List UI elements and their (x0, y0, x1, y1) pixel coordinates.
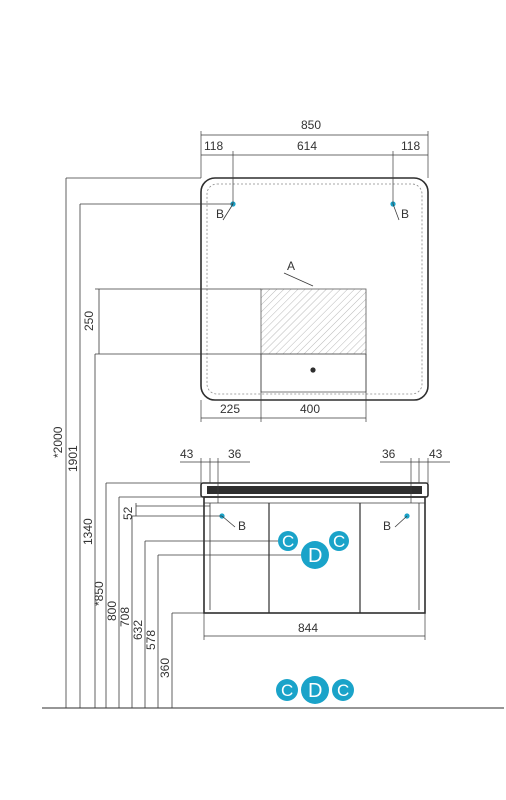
dim-1340: 1340 (81, 518, 95, 545)
mirror-b-left-leader (222, 203, 234, 221)
svg-text:C: C (281, 681, 293, 700)
svg-text:C: C (337, 681, 349, 700)
dim-632: 632 (131, 620, 145, 640)
mirror-b-right-label: B (401, 207, 409, 221)
panel-a (260, 288, 367, 355)
dim-250: 250 (82, 311, 96, 331)
svg-text:C: C (333, 532, 345, 551)
dim-43-right: 43 (429, 447, 443, 461)
dim-52: 52 (121, 506, 135, 520)
mirror-b-left-label: B (216, 207, 224, 221)
dim-118-left: 118 (204, 139, 223, 153)
legend-badges: C D C (276, 676, 354, 704)
dim-844: 844 (298, 621, 318, 635)
dim-850: 850 (301, 118, 321, 132)
dim-578: 578 (144, 630, 158, 650)
legend-badge-c-left (276, 679, 298, 701)
dim-850-height: *850 (92, 581, 106, 606)
panel-a-lower (260, 353, 367, 393)
dim-708: 708 (118, 607, 132, 627)
svg-text:C: C (282, 532, 294, 551)
dim-1901: 1901 (66, 445, 80, 472)
dim-800: 800 (105, 601, 119, 621)
badge-d (301, 541, 329, 569)
badge-c-left (278, 531, 298, 551)
height-dimensions: *2000 1901 1340 *850 800 708 52 632 578 (42, 177, 504, 709)
badge-c-right (329, 531, 349, 551)
dim-36-left: 36 (228, 447, 242, 461)
dim-360: 360 (158, 658, 172, 678)
legend-badge-c-right (332, 679, 354, 701)
dim-2000: *2000 (51, 426, 65, 458)
dim-36-right: 36 (382, 447, 396, 461)
dim-43-left: 43 (180, 447, 194, 461)
dim-400: 400 (300, 402, 320, 416)
dim-225: 225 (220, 402, 240, 416)
dim-614: 614 (297, 139, 317, 153)
panel-a-leader (283, 272, 314, 287)
panel-a-label: A (287, 259, 295, 273)
mirror: A B B 850 118 614 118 225 400 250 (82, 118, 429, 422)
cabinet: B B C C D 43 36 36 43 844 (180, 447, 450, 640)
legend-badge-d (301, 676, 329, 704)
dim-118-right: 118 (401, 139, 420, 153)
basin-rim (207, 486, 422, 494)
svg-text:D: D (308, 545, 322, 567)
cabinet-b-left-label: B (238, 519, 246, 533)
mirror-b-right-leader (392, 203, 400, 221)
svg-text:D: D (308, 680, 322, 702)
sensor-icon (310, 367, 316, 373)
cabinet-b-right-label: B (383, 519, 391, 533)
